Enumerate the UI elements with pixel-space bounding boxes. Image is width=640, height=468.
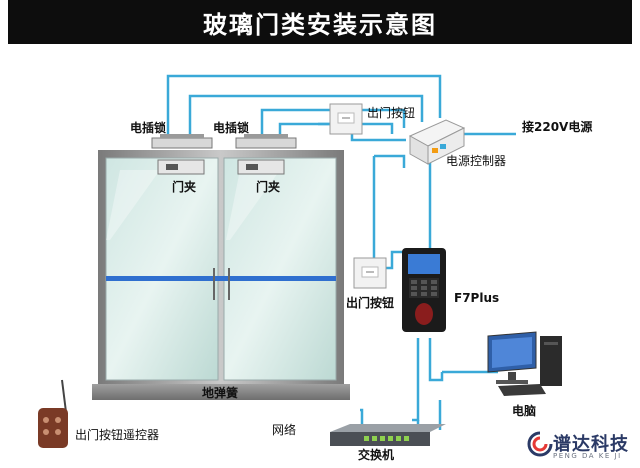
power-controller-icon	[408, 119, 466, 165]
exit-button-top-icon	[329, 103, 363, 135]
glass-double-door	[98, 150, 344, 386]
clamp-right-label: 门夹	[256, 180, 281, 194]
exit-button-mid-icon	[353, 257, 387, 289]
remote-control-icon	[38, 379, 68, 448]
device-model-label: F7Plus	[454, 291, 500, 305]
power-supply-label: 接220V电源	[522, 120, 593, 134]
diagram-title: 玻璃门类安装示意图	[8, 0, 632, 44]
remote-label: 出门按钮遥控器	[75, 428, 160, 442]
electric-lock-right	[235, 134, 297, 149]
computer-label: 电脑	[512, 404, 537, 418]
floor-spring-label: 地弹簧	[202, 386, 239, 400]
network-switch-icon	[330, 424, 446, 446]
computer-icon	[487, 331, 562, 396]
lock-left-label: 电插锁	[130, 121, 167, 135]
brand-name: 谱达科技	[553, 434, 629, 455]
door-clamp-left	[157, 159, 205, 175]
fingerprint-terminal-icon	[402, 248, 446, 332]
brand-logo: 谱达科技 PENG DA KE JI	[527, 428, 637, 464]
network-label: 网络	[272, 423, 297, 437]
floor-spring-bar	[92, 384, 350, 400]
clamp-left-label: 门夹	[172, 180, 197, 194]
power-controller-label: 电源控制器	[446, 154, 507, 168]
exit-button-top-label: 出门按钮	[367, 106, 416, 120]
lock-right-label: 电插锁	[213, 121, 250, 135]
brand-mark-icon	[527, 431, 553, 457]
brand-subtitle: PENG DA KE JI	[553, 452, 622, 460]
switch-label: 交换机	[358, 448, 395, 462]
electric-lock-left	[151, 134, 213, 149]
door-clamp-right	[237, 159, 285, 175]
exit-button-mid-label: 出门按钮	[346, 296, 395, 310]
